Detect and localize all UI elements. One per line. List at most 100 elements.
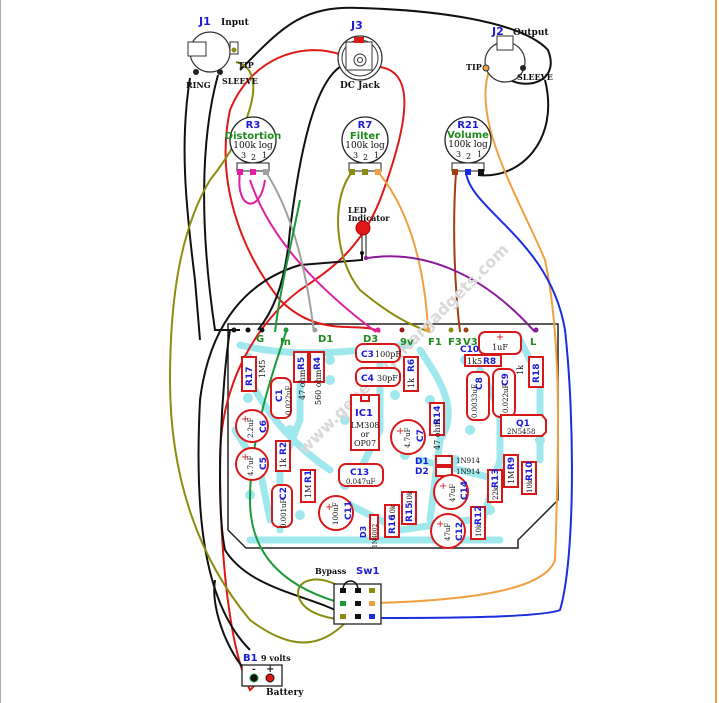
cap-c5: + 4.7uF C5: [235, 447, 269, 481]
wire-olive-filter: [337, 171, 431, 333]
j1-tip-label: TIP: [238, 60, 254, 70]
resistor-r8: 1k5 R8: [464, 354, 502, 367]
c1-ref: C1: [275, 389, 285, 402]
j3-name: DC Jack: [340, 81, 381, 91]
wire-black-dcjack: [257, 64, 344, 331]
d3-value: 1N4002: [372, 523, 379, 548]
c11-ref: C11: [344, 501, 354, 520]
r18-value: 1k: [516, 365, 525, 375]
c9-ref: C9: [501, 373, 511, 386]
wire-green-in: [248, 331, 349, 606]
wire-red-dcjack: [224, 49, 381, 333]
r6-ref: R6: [407, 359, 417, 372]
pcb-components: + 1uF C10 1k5 R8 R18 1k C3 100pF C4 30pF: [235, 331, 547, 549]
c3-ref: C3: [361, 350, 374, 360]
r5-value: 47 ohm: [298, 369, 307, 400]
c2-ref: C2: [279, 487, 289, 500]
pad-l: L: [530, 337, 537, 348]
resistor-r13: R13 22k: [487, 469, 503, 503]
r9-ref: R9: [507, 457, 517, 470]
c14-ref: C14: [460, 481, 470, 500]
r21-ref: R21: [457, 120, 479, 131]
wire-green-j1: [274, 199, 301, 333]
wire-black-led: [197, 253, 363, 651]
r7-value: 100k log: [345, 141, 385, 151]
r14-value: 47 ohm: [433, 419, 442, 450]
wire-black-gnd: [219, 329, 346, 616]
resistor-r14: R14 47 ohm: [429, 402, 445, 450]
r3-name: Distortion: [225, 131, 281, 142]
wire-black-ring: [183, 77, 201, 341]
cap-c1: C1 0.022uF: [270, 377, 293, 419]
r15-value: 10k: [406, 490, 414, 504]
c13-value: 0.047uF: [346, 478, 376, 486]
r13-value: 22k: [492, 486, 500, 500]
ic1-part-or: or: [361, 430, 370, 439]
r7-ref: R7: [358, 120, 373, 131]
j2-sleeve-label: SLEEVE: [517, 72, 553, 82]
battery-minus-label: -: [252, 665, 256, 675]
c13-ref: C13: [350, 468, 369, 478]
r1-value: 1M: [304, 485, 313, 498]
c4-ref: C4: [361, 374, 374, 384]
c5-ref: C5: [259, 457, 269, 470]
c2-value: 0.001uF: [280, 498, 288, 528]
resistor-r9: R9 1M: [503, 454, 519, 488]
resistor-r6: R6 1k: [403, 356, 419, 392]
q1-value: 2N5458: [507, 428, 535, 436]
r10-value: 10k: [526, 479, 534, 493]
battery-voltage: 9 volts: [261, 653, 291, 663]
pad-d3: D3: [363, 334, 378, 345]
cap-c12: + 47uF C12: [430, 513, 466, 549]
pot-r7-filter: R7 Filter 100k log 3 2 1: [341, 116, 389, 175]
resistor-r5: R5 47 ohm: [293, 351, 309, 400]
r9-value: 1M: [507, 471, 516, 484]
r10-ref: R10: [525, 462, 535, 481]
wire-orange-j2: [377, 67, 559, 604]
c7-value: 4.7uF: [404, 427, 412, 448]
c12-ref: C12: [455, 522, 465, 541]
wire-black-j1-j2: [239, 6, 552, 85]
c14-value: 47uF: [449, 484, 457, 502]
r21-pin3: 3: [456, 150, 461, 159]
r21-value: 100k log: [448, 140, 488, 150]
c8-ref: C8: [475, 377, 485, 390]
cap-c6: + 2.2uF C6: [235, 409, 269, 443]
j1-ring-label: RING: [186, 80, 211, 90]
cap-c14: + 47uF C14: [433, 474, 470, 510]
battery-plus-label: +: [266, 664, 274, 675]
c12-value: 47uF: [444, 523, 452, 541]
cap-c9: C9 0.022uF: [492, 368, 516, 418]
pad-v3: V3: [463, 337, 478, 348]
r12-ref: R12: [474, 506, 484, 525]
wire-black-volume: [477, 79, 550, 177]
c8-value: 0.0033uF: [471, 384, 479, 418]
wire-brown-volume: [453, 171, 461, 333]
r13-ref: R13: [491, 469, 501, 488]
r3-pin2: 2: [251, 153, 256, 162]
c6-ref: C6: [259, 420, 269, 433]
c4-value: 30pF: [377, 374, 398, 383]
switch-ref: Sw1: [356, 566, 379, 577]
r3-pin1: 1: [262, 151, 267, 160]
cap-c7: + 4.7uF C7: [390, 419, 426, 455]
svg-text:+: +: [241, 452, 249, 463]
cap-c11: + 100uF C11: [318, 495, 354, 531]
q1-ref: Q1: [516, 419, 530, 429]
r21-pin2: 2: [466, 152, 471, 161]
output-jack-j2: J2 Output TIP SLEEVE: [466, 25, 553, 83]
j3-ref: J3: [350, 19, 363, 32]
j1-name: Input: [221, 18, 250, 28]
svg-text:+: +: [439, 481, 447, 492]
resistor-r12: R12 10k: [470, 506, 486, 540]
pad-in: In: [280, 337, 291, 348]
svg-text:+: +: [396, 426, 404, 437]
r17-ref: R17: [245, 367, 255, 386]
pad-9v: 9v: [400, 337, 414, 348]
r4-value: 560 ohm: [314, 369, 323, 405]
wire-gray-distortion: [265, 171, 315, 333]
led-indicator: LED Indicator: [348, 205, 390, 260]
ic1: IC1 LM308 or OP07: [350, 394, 380, 451]
